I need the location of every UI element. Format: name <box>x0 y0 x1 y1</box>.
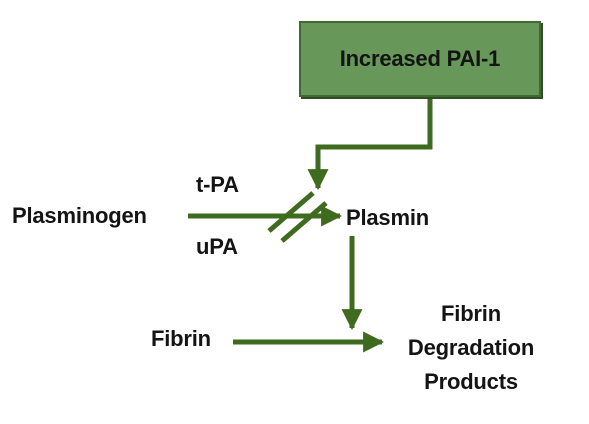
pai1-label: Increased PAI-1 <box>339 46 501 71</box>
inhibition-arrow <box>307 98 433 191</box>
products-line-1: Fibrin <box>441 301 501 326</box>
plasminogen-label: Plasminogen <box>12 203 147 228</box>
block-mark <box>267 191 328 243</box>
upa-label: uPA <box>196 234 238 259</box>
fibrin-label: Fibrin <box>151 326 211 351</box>
products-line-3: Products <box>424 369 518 394</box>
plasmin-label: Plasmin <box>346 205 429 230</box>
products-line-2: Degradation <box>407 335 535 360</box>
tpa-label: t-PA <box>196 172 239 197</box>
pai1-box: Increased PAI-1 <box>299 21 541 97</box>
products-label: Fibrin Degradation Products <box>390 297 552 399</box>
